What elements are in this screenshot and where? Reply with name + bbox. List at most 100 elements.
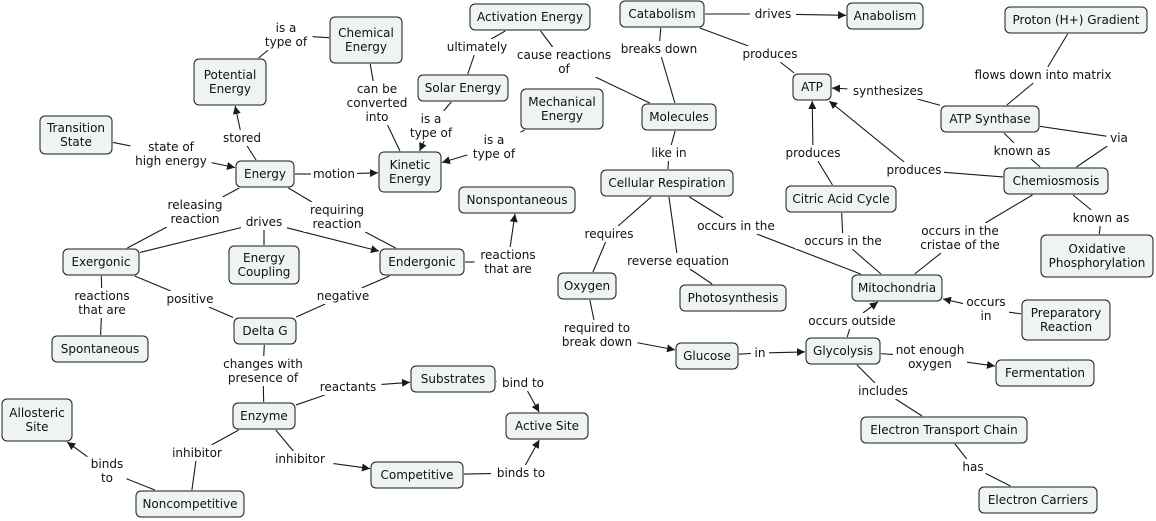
concept-electron-carriers-text: Electron Carriers (988, 493, 1088, 507)
concept-box (805, 337, 881, 365)
concept-transition-state-text: Transition (46, 121, 105, 135)
concept-box (846, 2, 924, 30)
link-occurs-outside: occurs outside (801, 313, 903, 329)
concept-spontaneous-text: Spontaneous (61, 342, 139, 356)
connector-inhibitor_comp-competitive (333, 463, 371, 472)
concept-molecules-text: Molecules (649, 110, 709, 124)
link-occurs-in-the-cristae-text: occurs in the (921, 224, 999, 238)
link-label-background (688, 218, 784, 234)
concept-box (851, 274, 943, 302)
concept-solar-energy: Solar Energy (417, 74, 509, 102)
link-requires: requires (579, 226, 639, 242)
connector-energy-requiring_reaction (288, 187, 313, 203)
link-binds-to-active-text: binds to (497, 466, 545, 480)
link-releasing-reaction-text: releasing (168, 198, 223, 212)
connector-molecules-like_in (670, 130, 676, 146)
concept-photosynthesis-text: Photosynthesis (688, 291, 779, 305)
link-requiring-reaction-text: reaction (313, 217, 362, 231)
connector-drives_coupling-endergonic (286, 227, 380, 254)
concept-exergonic-text: Exergonic (72, 255, 131, 269)
link-known-as-synthase-text: known as (994, 144, 1051, 158)
concept-anabolism-text: Anabolism (854, 9, 917, 23)
link-label-background (311, 166, 357, 182)
concept-substrates: Substrates (410, 365, 496, 393)
link-can-be-converted-into-text: into (366, 110, 389, 124)
concept-box (51, 335, 149, 363)
connector-chemiosmosis-occurs_in_the_cristae (984, 194, 1033, 224)
connector-glucose-in (738, 352, 752, 355)
link-is-a-type-of-mech-text: type of (473, 147, 516, 161)
concept-electron-carriers: Electron Carriers (978, 486, 1098, 514)
link-changes-with-presence-of-text: presence of (228, 371, 299, 385)
connector-cause_reactions_of-molecules (595, 76, 650, 104)
link-reverse-equation-text: reverse equation (627, 254, 729, 268)
link-label-background (795, 233, 891, 249)
link-known-as-synthase: known as (992, 143, 1052, 159)
connector-exergonic-drives_coupling (139, 227, 242, 253)
link-label-background (219, 356, 307, 386)
concept-energy-coupling-text: Coupling (238, 265, 291, 279)
connector-reactions_that_are_spont-spontaneous (100, 317, 102, 336)
connector-can_be_converted_into-kinetic_energy (387, 124, 401, 152)
link-stored: stored (219, 130, 265, 146)
link-known-as-chemiosmosis-text: known as (1073, 211, 1130, 225)
concept-box (135, 490, 245, 518)
link-drives-coupling: drives (241, 214, 287, 230)
link-label-background (1071, 210, 1131, 226)
link-label-background (893, 342, 967, 372)
link-label-background (160, 291, 220, 307)
connector-electron_transport_chain-has (954, 443, 968, 460)
link-label-background (751, 345, 769, 361)
concept-box (469, 3, 591, 31)
concept-box (785, 185, 897, 213)
link-ultimately: ultimately (440, 39, 514, 55)
connector-occurs_in_the_cristae-mitochondria (914, 252, 942, 275)
connector-inhibitor_noncomp-noncompetitive (191, 460, 197, 491)
connector-enzyme-reactants (295, 394, 326, 406)
concept-proton-gradient-text: Proton (H+) Gradient (1013, 13, 1140, 27)
link-bind-to-text: bind to (502, 376, 544, 390)
connector-catabolism-produces_catabolism (699, 27, 749, 47)
concept-box (39, 115, 113, 155)
concept-box (235, 160, 295, 188)
link-label-background (467, 132, 521, 162)
link-label-background (474, 247, 542, 277)
connector-binds_to_active-active_site (524, 439, 540, 466)
concept-box (1021, 299, 1111, 341)
concept-box (675, 342, 739, 370)
connector-stored-potential_energy (232, 105, 241, 131)
connector-produces_chemiosmosis-atp (828, 100, 905, 163)
link-label-background (509, 47, 619, 77)
link-not-enough-oxygen-text: not enough (896, 343, 965, 357)
connector-chemiosmosis-produces_chemiosmosis (943, 171, 1004, 178)
concept-box (1, 398, 73, 442)
concept-cellular-respiration: Cellular Respiration (600, 169, 734, 197)
connector-atp_synthase-synthesizes (916, 98, 941, 106)
concept-electron-transport-chain-text: Electron Transport Chain (870, 423, 1017, 437)
concept-atp-text: ATP (801, 80, 823, 94)
connector-proton_gradient-flows_down_into_matrix (1047, 33, 1069, 68)
link-drives-coupling-text: drives (246, 215, 283, 229)
concept-box (193, 58, 267, 106)
connector-is_a_type_of_chem-potential_energy (258, 49, 269, 59)
concept-box (940, 105, 1040, 133)
link-inhibitor-noncomp-text: inhibitor (172, 446, 222, 460)
connector-has-electron_carriers (985, 472, 1011, 487)
link-drives-catabolism-text: drives (755, 7, 792, 21)
concept-kinetic-energy-text: Energy (389, 172, 431, 186)
concept-anabolism: Anabolism (846, 2, 924, 30)
link-produces-catabolism: produces (740, 46, 800, 62)
link-like-in-text: like in (651, 146, 686, 160)
concept-glycolysis: Glycolysis (805, 337, 881, 365)
connector-known_as_chemiosmosis-oxidative_phosphorylation (1098, 225, 1101, 235)
link-cause-reactions-of-text: cause reactions (517, 48, 611, 62)
